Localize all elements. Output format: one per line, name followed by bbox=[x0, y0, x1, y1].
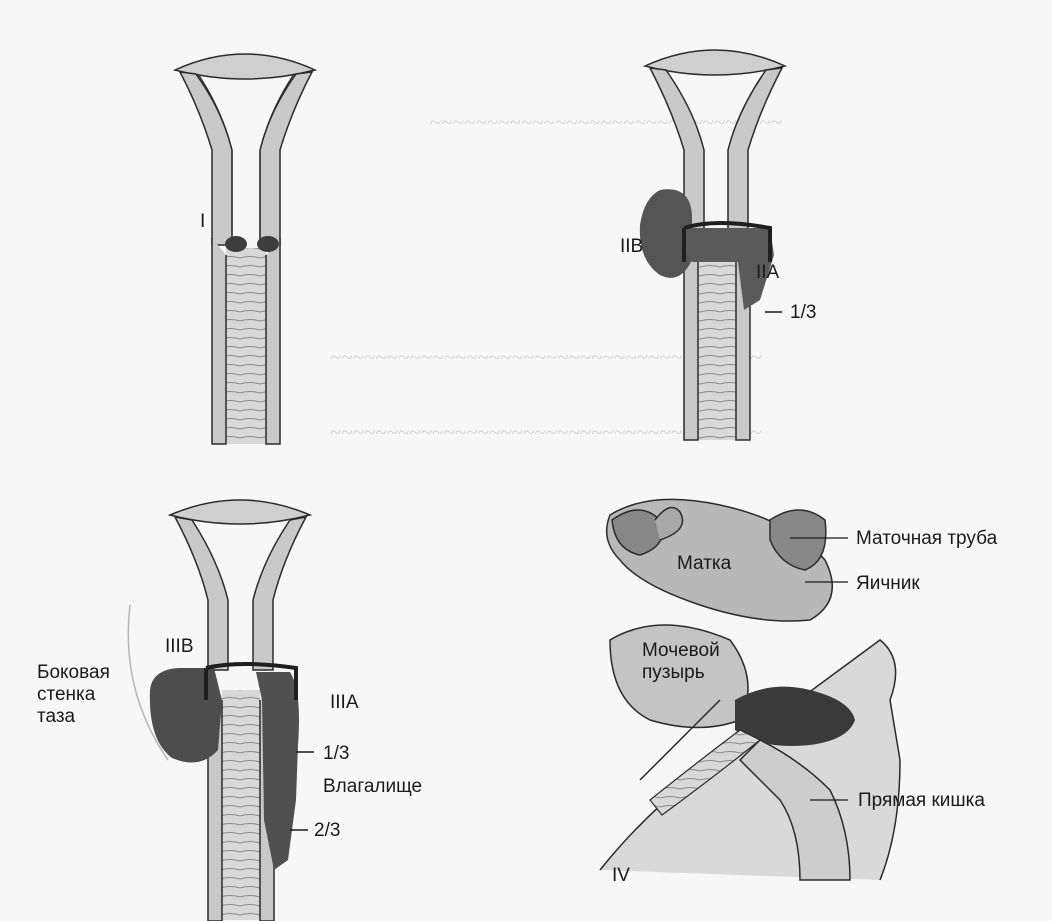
fallopian-tube-label: Маточная труба bbox=[856, 528, 998, 549]
stage-label-iib: IIB bbox=[620, 236, 644, 257]
stage-label-iiia: IIIA bbox=[330, 692, 359, 713]
ovary-right bbox=[769, 509, 827, 571]
tumor-outline bbox=[682, 221, 772, 262]
stage-label-i: I bbox=[200, 211, 206, 232]
tumor bbox=[257, 236, 279, 252]
tumor-right bbox=[256, 672, 299, 870]
stage-ii-figure bbox=[639, 49, 788, 441]
stage-iii-figure bbox=[127, 499, 314, 921]
vagina-label: Влагалище bbox=[323, 776, 423, 797]
fallopian-tube-left bbox=[654, 506, 684, 541]
tumor-bladder bbox=[735, 686, 855, 746]
stage-iv-figure bbox=[599, 498, 901, 881]
vaginal-canal bbox=[222, 690, 260, 920]
uterine-wall bbox=[727, 67, 784, 231]
tick-label-third: 1/3 bbox=[790, 302, 817, 323]
vaginal-wall bbox=[211, 238, 281, 445]
urethra bbox=[639, 699, 721, 781]
tumor-outline bbox=[204, 662, 298, 700]
vaginal-canal bbox=[226, 248, 266, 444]
vaginal-canal bbox=[698, 250, 736, 440]
uterine-wall bbox=[259, 71, 314, 246]
ovary-left bbox=[611, 509, 664, 556]
tumor-parametrial bbox=[639, 189, 692, 278]
tick-label-third: 1/3 bbox=[323, 743, 350, 764]
rectum-label: Прямая кишка bbox=[858, 790, 985, 811]
ovary-label: Яичник bbox=[856, 573, 920, 594]
uterine-wall bbox=[178, 71, 233, 246]
stage-label-iiib: IIIB bbox=[165, 636, 194, 657]
cervical-canal bbox=[197, 73, 295, 245]
stage-label-iia: IIA bbox=[756, 262, 780, 283]
uterine-wall bbox=[173, 515, 229, 671]
bladder-label: Мочевой пузырь bbox=[642, 640, 720, 683]
tumor-cervical bbox=[684, 228, 774, 310]
tick-label-two-thirds: 2/3 bbox=[314, 820, 341, 841]
stage-label-iv: IV bbox=[612, 865, 630, 886]
rectum bbox=[738, 739, 851, 881]
uterine-fundus bbox=[172, 53, 318, 80]
uterine-fundus bbox=[167, 499, 313, 525]
tumor bbox=[225, 236, 247, 252]
uterus-label: Матка bbox=[677, 553, 732, 574]
uterine-fundus bbox=[642, 49, 788, 76]
pelvic-wall-line bbox=[127, 604, 169, 761]
background-text: ~~~~~~~~~~~~~~~~~~~~~~~~~~~~~~~ bbox=[430, 110, 783, 134]
stage-i-figure bbox=[172, 53, 318, 445]
tumor-pelvic-wall bbox=[149, 668, 222, 763]
uterine-wall bbox=[252, 515, 308, 671]
pelvic-wall-label: Боковая стенка таза bbox=[37, 662, 110, 727]
